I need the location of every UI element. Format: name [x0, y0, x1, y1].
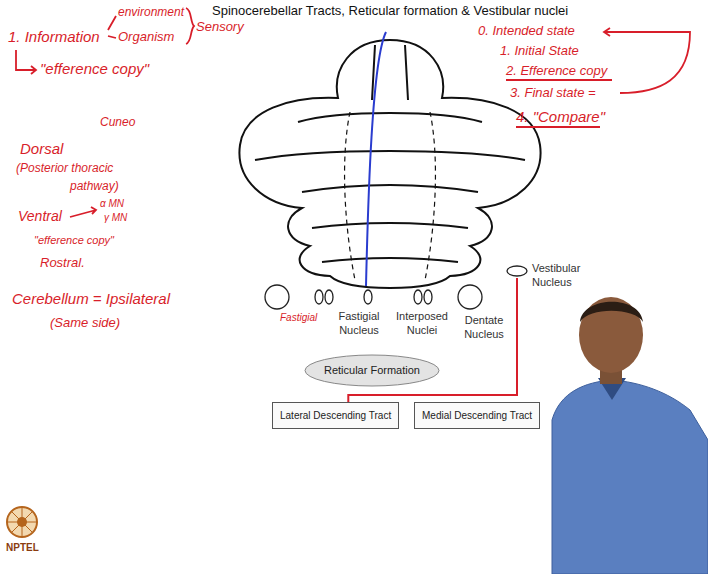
- handwritten-note: environment: [118, 6, 184, 20]
- tract-box: Medial Descending Tract: [414, 402, 540, 429]
- handwritten-note: α MN: [100, 198, 124, 210]
- handwritten-note: 0. Intended state: [478, 24, 575, 39]
- nucleus-label: Dentate Nucleus: [456, 314, 512, 342]
- nucleus-label: Fastigial Nucleus: [330, 310, 388, 338]
- handwritten-note: Organism: [118, 30, 174, 45]
- handwritten-note: 1. Initial State: [500, 44, 579, 59]
- ellipse-shape: [305, 355, 439, 386]
- lecturer-figure: [552, 297, 708, 574]
- handwritten-note: 3. Final state =: [510, 86, 596, 101]
- nucleus-oval: [505, 264, 529, 278]
- nuclei-shapes: [265, 285, 482, 309]
- handwritten-note: pathway): [70, 180, 119, 194]
- handwritten-note: Ventral: [18, 208, 62, 224]
- handwritten-note: "efference copy": [40, 60, 149, 77]
- pen-stroke: [366, 32, 386, 286]
- handwritten-note: 2. Efference copy: [506, 64, 607, 79]
- nucleus-node: Vestibular Nucleus: [505, 262, 594, 290]
- handwritten-note: Dorsal: [20, 140, 63, 157]
- handwritten-note: Cerebellum = Ipsilateral: [12, 290, 170, 307]
- handwritten-note: Rostral.: [40, 256, 85, 271]
- node-label: Reticular Formation: [324, 363, 420, 377]
- node-texts: Vestibular Nucleus: [532, 262, 594, 290]
- nucleus-oval-shape: [507, 266, 527, 276]
- ellipse-node: Reticular Formation: [304, 354, 440, 387]
- handwritten-note: (Same side): [50, 316, 120, 331]
- node-label: Lateral Descending Tract: [280, 409, 391, 422]
- cerebellum-outline: [239, 40, 540, 288]
- handwritten-note: 1. Information: [8, 28, 100, 45]
- handwritten-note: Fastigial: [280, 312, 317, 324]
- handwritten-note: Cuneo: [100, 116, 135, 130]
- nptel-emblem: [7, 507, 37, 537]
- handwritten-note: 4. "Compare": [516, 108, 605, 125]
- handwritten-note: Sensory: [196, 20, 244, 35]
- handwritten-note: (Posterior thoracic: [16, 162, 113, 176]
- nucleus-label: Interposed Nuclei: [392, 310, 452, 338]
- pen-marks: [16, 8, 690, 217]
- logo-text: NPTEL: [6, 542, 39, 553]
- slide-title: Spinocerebellar Tracts, Reticular format…: [212, 3, 568, 18]
- node-label: Vestibular Nucleus: [532, 262, 594, 290]
- handwritten-note: "efference copy": [34, 234, 114, 247]
- node-texts: Reticular Formation: [324, 363, 420, 377]
- tract-box: Lateral Descending Tract: [272, 402, 399, 429]
- handwritten-note: γ MN: [104, 212, 127, 224]
- node-label: Medial Descending Tract: [422, 409, 532, 422]
